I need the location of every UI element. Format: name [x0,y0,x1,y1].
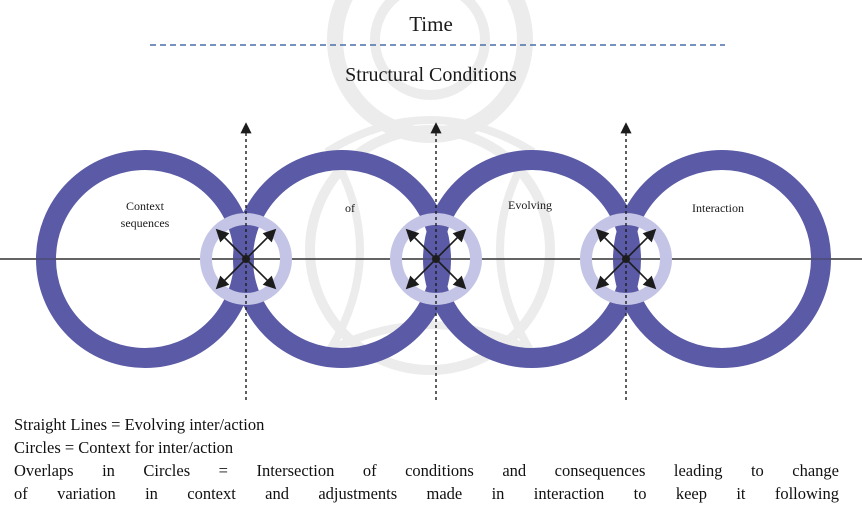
diag-arrow-se [625,258,657,290]
diag-arrow-se [245,258,277,290]
legend-line-2: Circles = Context for inter/action [14,438,234,457]
circle-label-sequences: sequences [121,216,170,230]
intersection-dot [242,255,250,263]
legend-circles: Circles = Context for inter/action [14,436,839,459]
diag-arrow-nw [595,228,627,260]
diag-arrow-se [435,258,467,290]
legend-straight-lines: Straight Lines = Evolving inter/action [14,413,839,436]
structural-conditions-label: Structural Conditions [345,64,517,86]
diag-arrow-nw [215,228,247,260]
legend-line-4: of variation in context and adjustments … [14,484,839,503]
intersection-arrows-2 [405,228,467,290]
diag-arrow-nw [405,228,437,260]
legend-overlaps: Overlaps in Circles = Intersection of co… [14,459,839,505]
intersection-dot [432,255,440,263]
intersection-dot [622,255,630,263]
diag-arrow-ne [435,228,467,260]
diag-arrow-sw [215,258,247,290]
legend-line-1: Straight Lines = Evolving inter/action [14,415,265,434]
diag-arrow-ne [245,228,277,260]
legend-line-3: Overlaps in Circles = Intersection of co… [14,461,839,480]
circle-label-interaction: Interaction [692,201,744,215]
circle-label-evolving: Evolving [508,198,552,212]
circle-label-of: of [345,201,355,215]
time-label: Time [409,12,453,36]
intersection-arrows-1 [215,228,277,290]
intersection-arrows-3 [595,228,657,290]
circle-label-context: Context [126,199,165,213]
vertical-dashed-arrows [240,122,632,400]
diag-arrow-sw [405,258,437,290]
diag-arrow-ne [625,228,657,260]
diag-arrow-sw [595,258,627,290]
